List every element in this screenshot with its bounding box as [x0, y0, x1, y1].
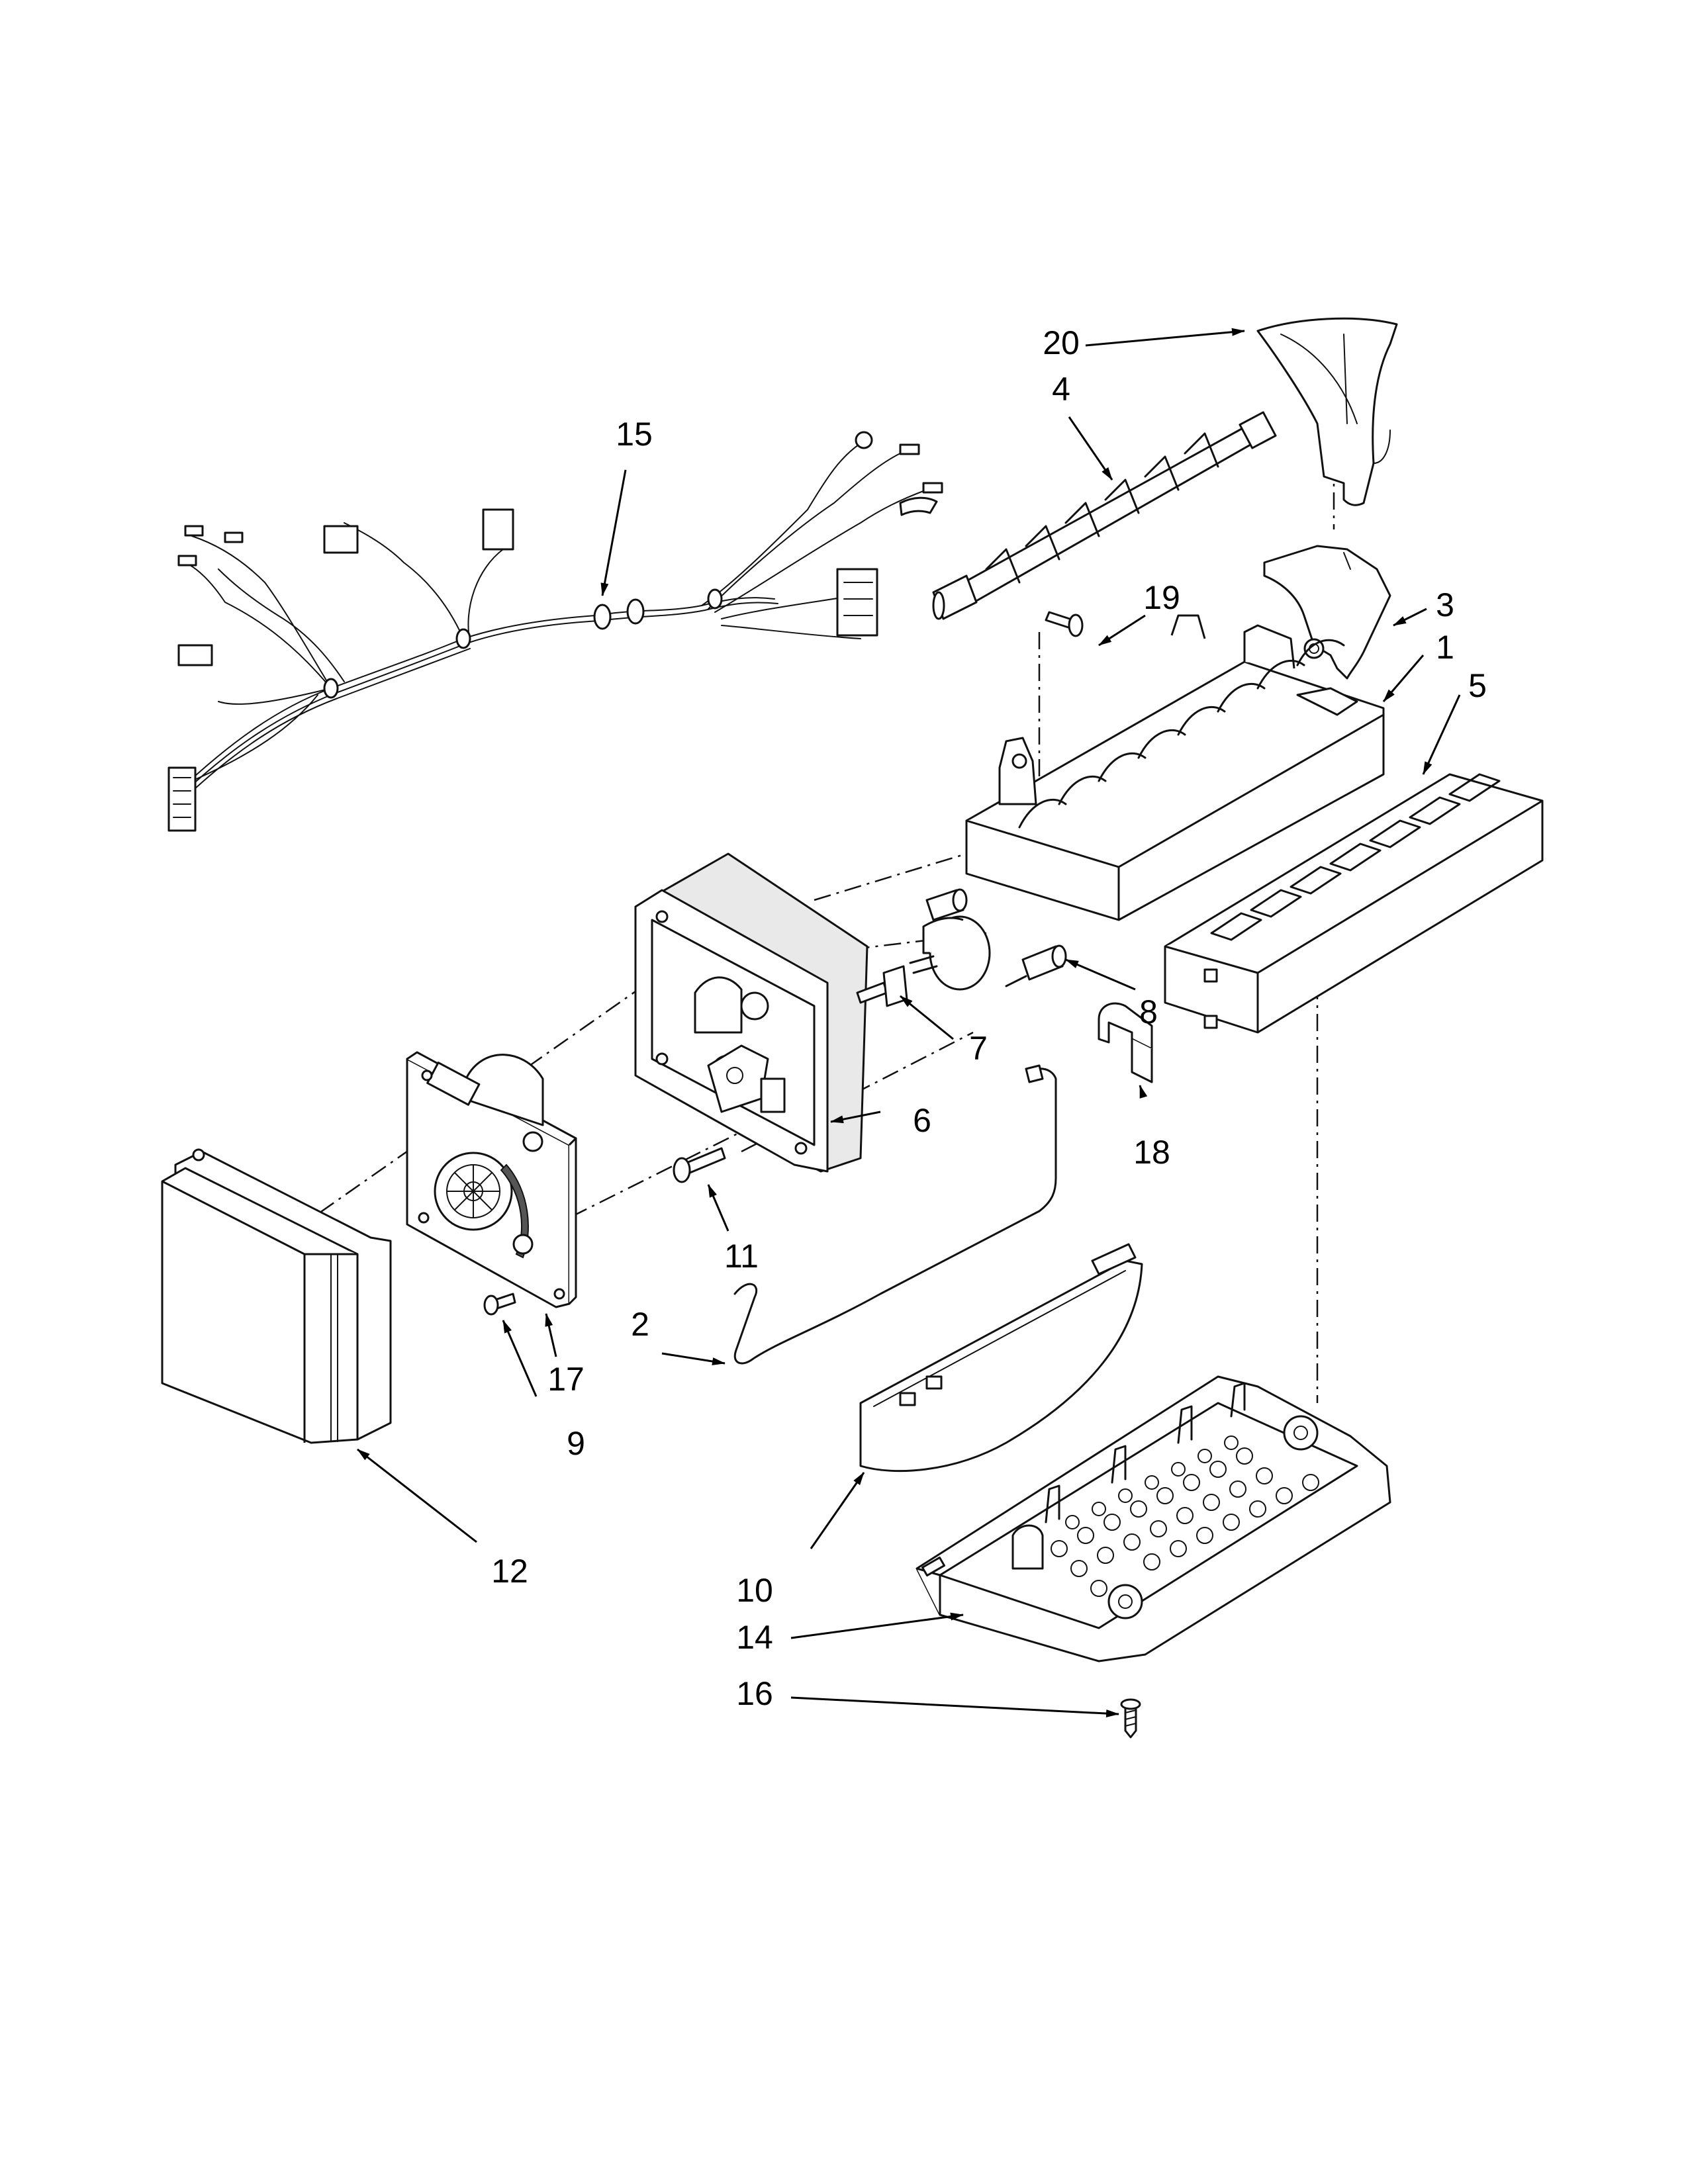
callout-labels: 20 4 3 1 5 19 15 8 7 6 18 11 2 17 9 12 1… [491, 324, 1487, 1712]
callout-4: 4 [1052, 371, 1070, 408]
ice-bin-pegs [1051, 1435, 1319, 1597]
callout-18: 19 [1143, 579, 1180, 616]
callout-8: 8 [1139, 993, 1158, 1030]
callout-1: 1 [1436, 629, 1454, 666]
callout-15: 15 [616, 416, 653, 453]
callout-10: 10 [736, 1572, 773, 1609]
callout-7: 7 [969, 1030, 988, 1067]
wire-harness [167, 431, 943, 832]
callout-16: 16 [736, 1675, 773, 1712]
front-cover [161, 1148, 392, 1444]
ice-stripper [1164, 773, 1544, 1034]
callout-12: 12 [491, 1553, 528, 1590]
fill-cup [1256, 317, 1398, 506]
screw-18 [1045, 611, 1084, 637]
ejector-blade [932, 411, 1277, 620]
screw-16 [1120, 1698, 1141, 1739]
screw-11 [673, 1147, 726, 1183]
clip [1098, 1002, 1153, 1083]
callout-17: 17 [547, 1361, 585, 1398]
ice-mold [965, 614, 1385, 921]
callout-11: 11 [724, 1238, 759, 1275]
callout-3: 3 [1436, 586, 1454, 623]
shutoff-arm [733, 1064, 1057, 1365]
housing [634, 852, 868, 1173]
shafts [925, 888, 1067, 987]
drive-plate [406, 1051, 577, 1308]
callout-19: 18 [1133, 1134, 1170, 1171]
screw-9 [483, 1293, 516, 1316]
callout-5: 5 [1468, 667, 1487, 704]
ice-bin [915, 1375, 1391, 1662]
callout-9: 9 [567, 1425, 585, 1462]
part-8 [909, 915, 991, 991]
bail-paddle [859, 1243, 1143, 1473]
callout-20: 20 [1043, 324, 1080, 361]
callout-14: 14 [736, 1619, 773, 1656]
callout-6: 6 [913, 1102, 931, 1139]
leader-lines [357, 328, 1461, 1718]
ice-bin-fins [1045, 1382, 1246, 1524]
callout-2: 2 [631, 1306, 649, 1343]
